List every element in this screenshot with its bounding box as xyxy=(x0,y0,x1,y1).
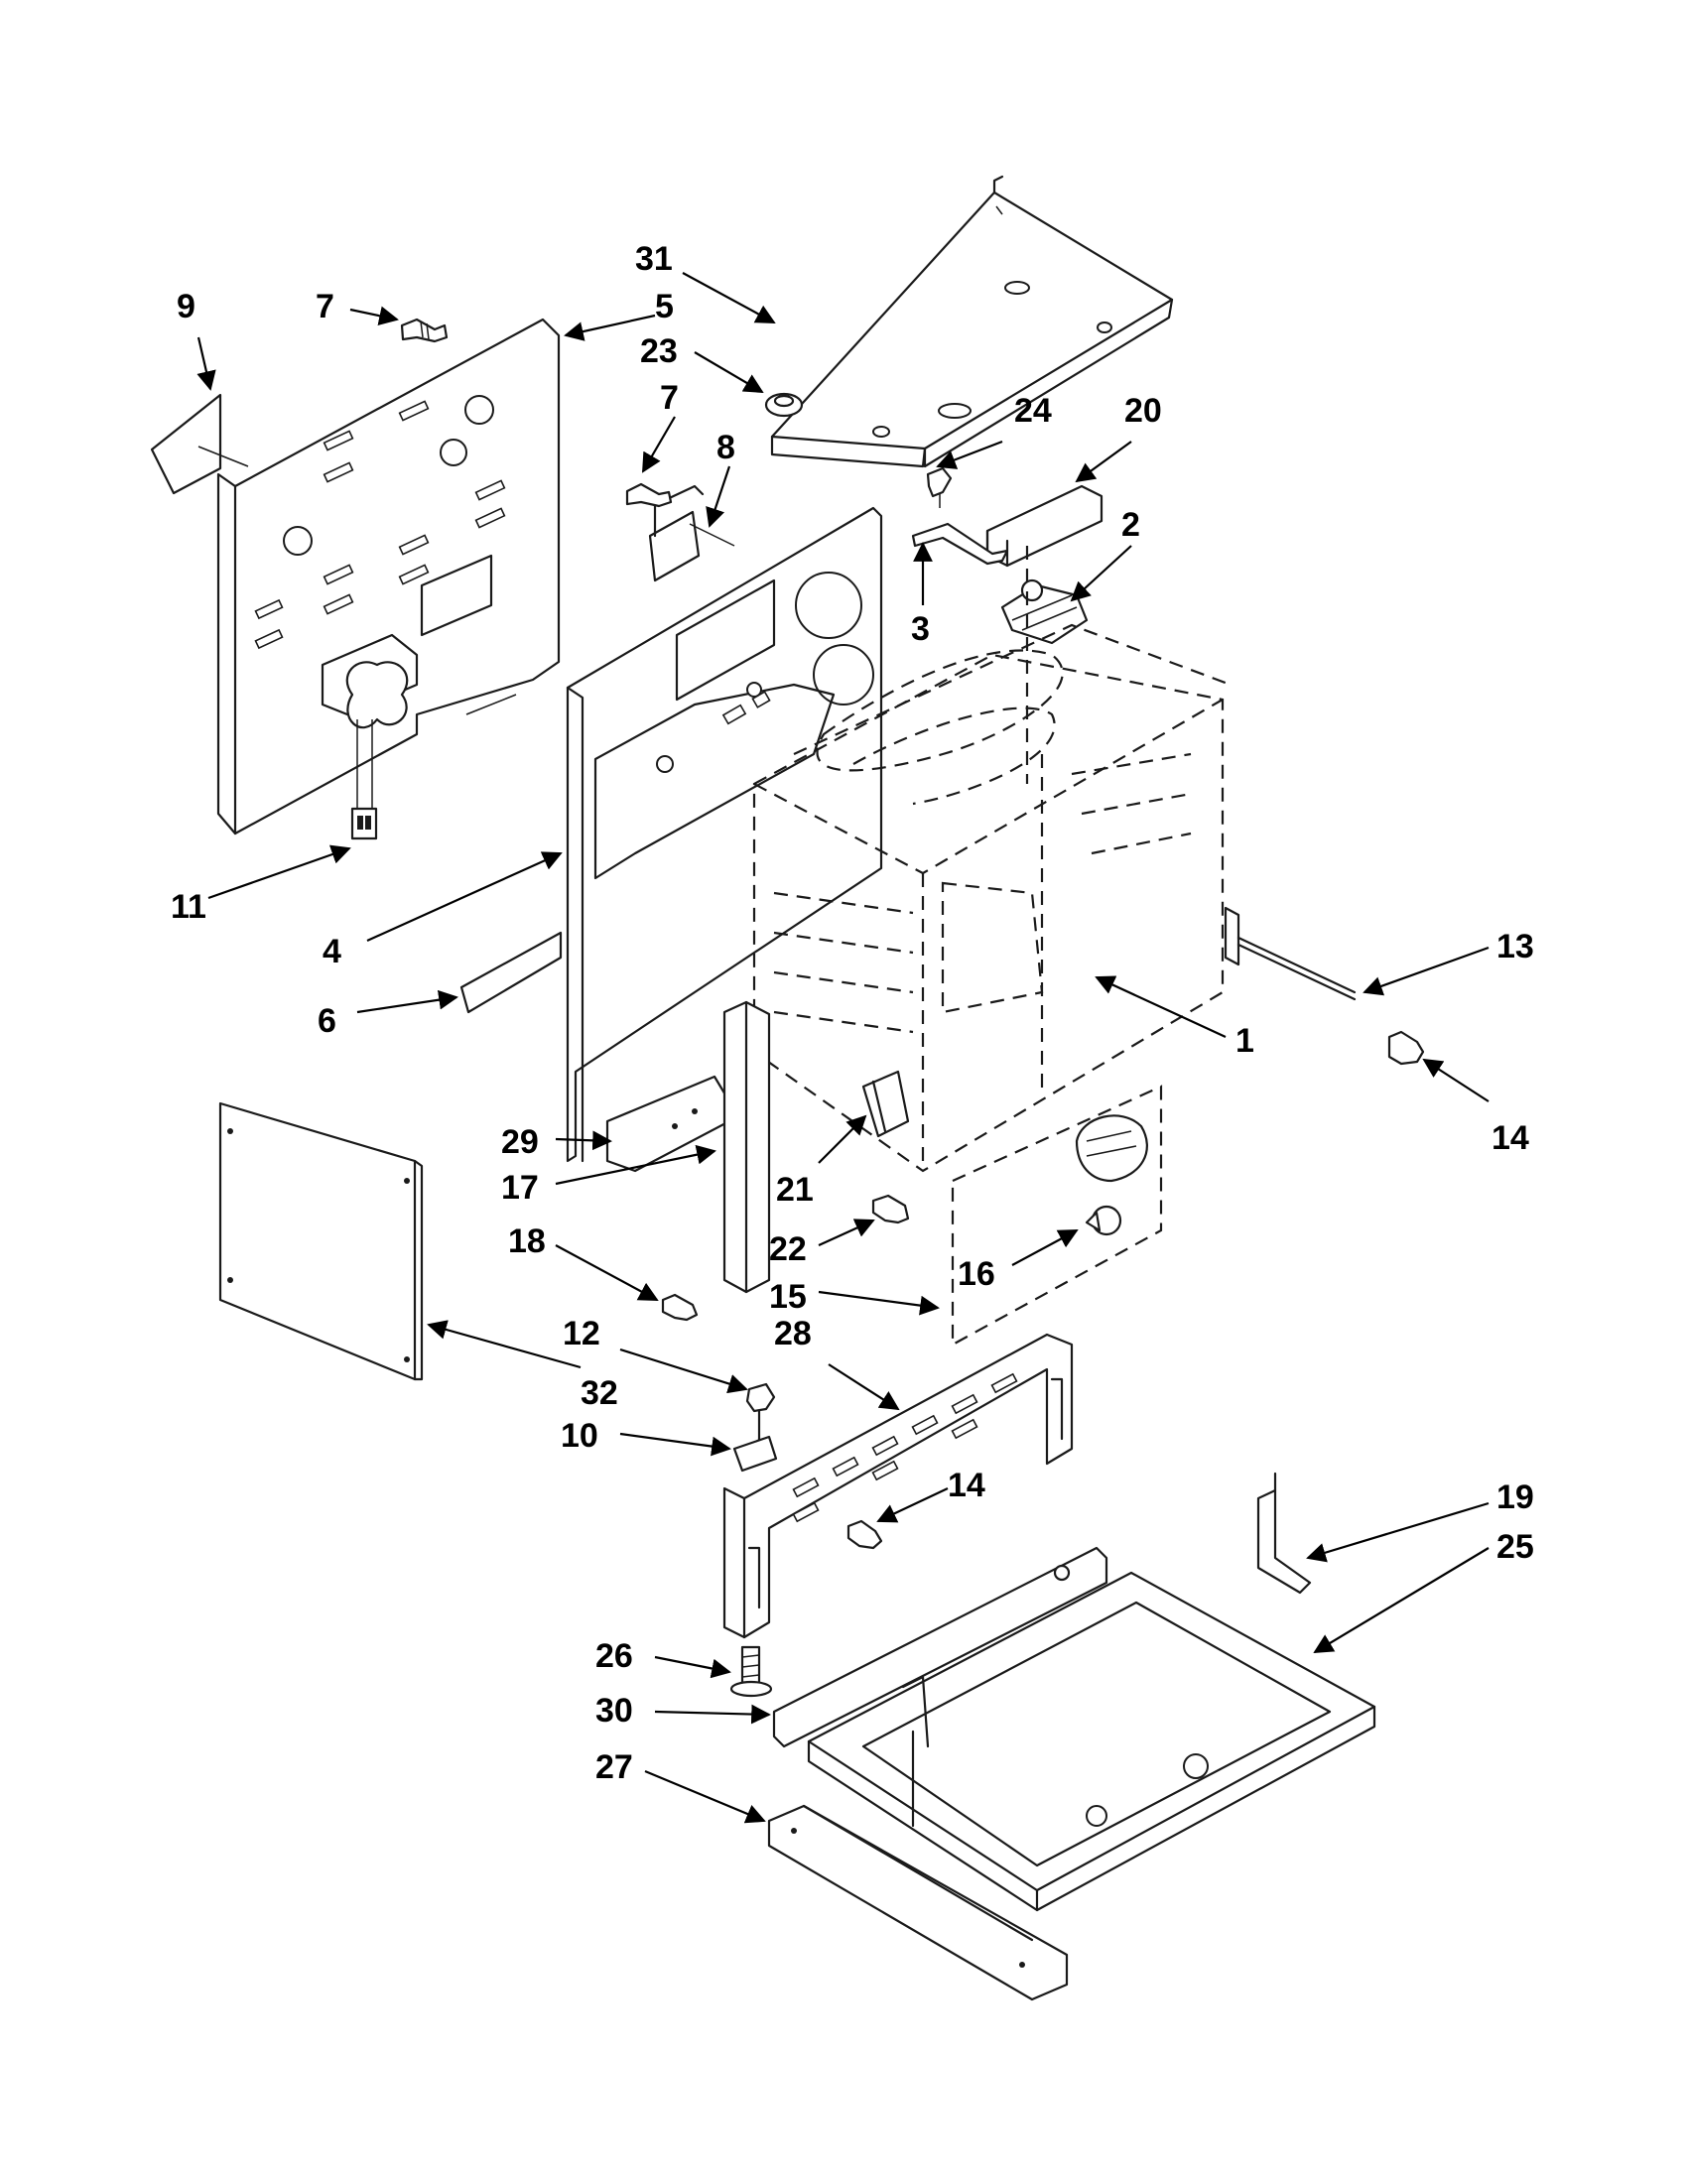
bracket-8 xyxy=(648,484,735,582)
callout-10: 10 xyxy=(561,1417,598,1455)
front-frame-4 xyxy=(566,506,883,1163)
access-cover-9 xyxy=(150,393,249,495)
callout-7-second: 7 xyxy=(660,379,679,417)
rod-13 xyxy=(1224,906,1357,1001)
screw-7-mid xyxy=(625,482,673,508)
callout-6: 6 xyxy=(318,1002,336,1040)
callout-5: 5 xyxy=(655,288,674,325)
bottom-rail-27 xyxy=(767,1804,1069,2001)
callout-27: 27 xyxy=(595,1748,633,1786)
callout-26: 26 xyxy=(595,1637,633,1675)
callout-31: 31 xyxy=(635,240,673,278)
bolt-12 xyxy=(745,1382,776,1446)
convection-fan-11 xyxy=(321,633,419,840)
callout-17: 17 xyxy=(501,1169,539,1207)
callout-14-second: 14 xyxy=(948,1467,985,1504)
callout-32: 32 xyxy=(581,1374,618,1412)
screw-24 xyxy=(926,466,953,508)
bracket-19 xyxy=(1256,1472,1312,1595)
callout-13: 13 xyxy=(1496,928,1534,965)
light-assembly-15 xyxy=(951,1085,1163,1347)
callout-30: 30 xyxy=(595,1692,633,1730)
callout-9: 9 xyxy=(177,288,195,325)
callout-20: 20 xyxy=(1124,392,1162,430)
side-panel-32 xyxy=(218,1101,424,1381)
screw-14-right xyxy=(1387,1030,1425,1066)
top-cover-panel-31 xyxy=(770,175,1174,468)
callout-23: 23 xyxy=(640,332,678,370)
bottom-pan-25 xyxy=(807,1571,1376,1912)
callout-12: 12 xyxy=(563,1315,600,1352)
bracket-10 xyxy=(732,1435,778,1473)
callout-3: 3 xyxy=(911,610,930,648)
screw-14-lower xyxy=(846,1519,883,1550)
leveling-leg-26 xyxy=(729,1645,773,1698)
callout-14: 14 xyxy=(1492,1119,1529,1157)
callout-21: 21 xyxy=(776,1171,814,1209)
callout-2: 2 xyxy=(1121,506,1140,544)
lower-front-frame-28 xyxy=(722,1333,1074,1639)
switch-assembly-2 xyxy=(1000,578,1089,645)
vertical-channel-17 xyxy=(722,1000,771,1294)
callout-8: 8 xyxy=(716,429,735,466)
callout-1: 1 xyxy=(1235,1022,1254,1060)
bulb-16 xyxy=(1075,1114,1148,1236)
screw-22 xyxy=(871,1194,910,1224)
screw-18 xyxy=(661,1293,699,1322)
front-rail-30 xyxy=(772,1546,1108,1748)
screw-7-top xyxy=(400,318,449,343)
bottom-bracket-29 xyxy=(605,1075,731,1173)
callout-labels: 31 9 7 5 23 7 8 24 20 2 3 11 4 6 13 1 14… xyxy=(171,240,1534,1786)
callout-25: 25 xyxy=(1496,1528,1534,1566)
leader-lines xyxy=(196,272,1490,1824)
callout-18: 18 xyxy=(508,1222,546,1260)
callout-4: 4 xyxy=(323,933,341,970)
latch-21 xyxy=(861,1070,910,1138)
callout-11: 11 xyxy=(171,888,206,926)
callout-22: 22 xyxy=(769,1230,807,1268)
callout-7: 7 xyxy=(316,288,334,325)
rear-panel-5 xyxy=(216,318,561,835)
thermostat-23 xyxy=(764,392,804,418)
callout-15: 15 xyxy=(769,1278,807,1316)
callout-29: 29 xyxy=(501,1123,539,1161)
callout-19: 19 xyxy=(1496,1478,1534,1516)
callout-24: 24 xyxy=(1014,392,1052,430)
trim-strip-6 xyxy=(459,931,563,1014)
callout-16: 16 xyxy=(958,1255,995,1293)
callout-28: 28 xyxy=(774,1315,812,1352)
